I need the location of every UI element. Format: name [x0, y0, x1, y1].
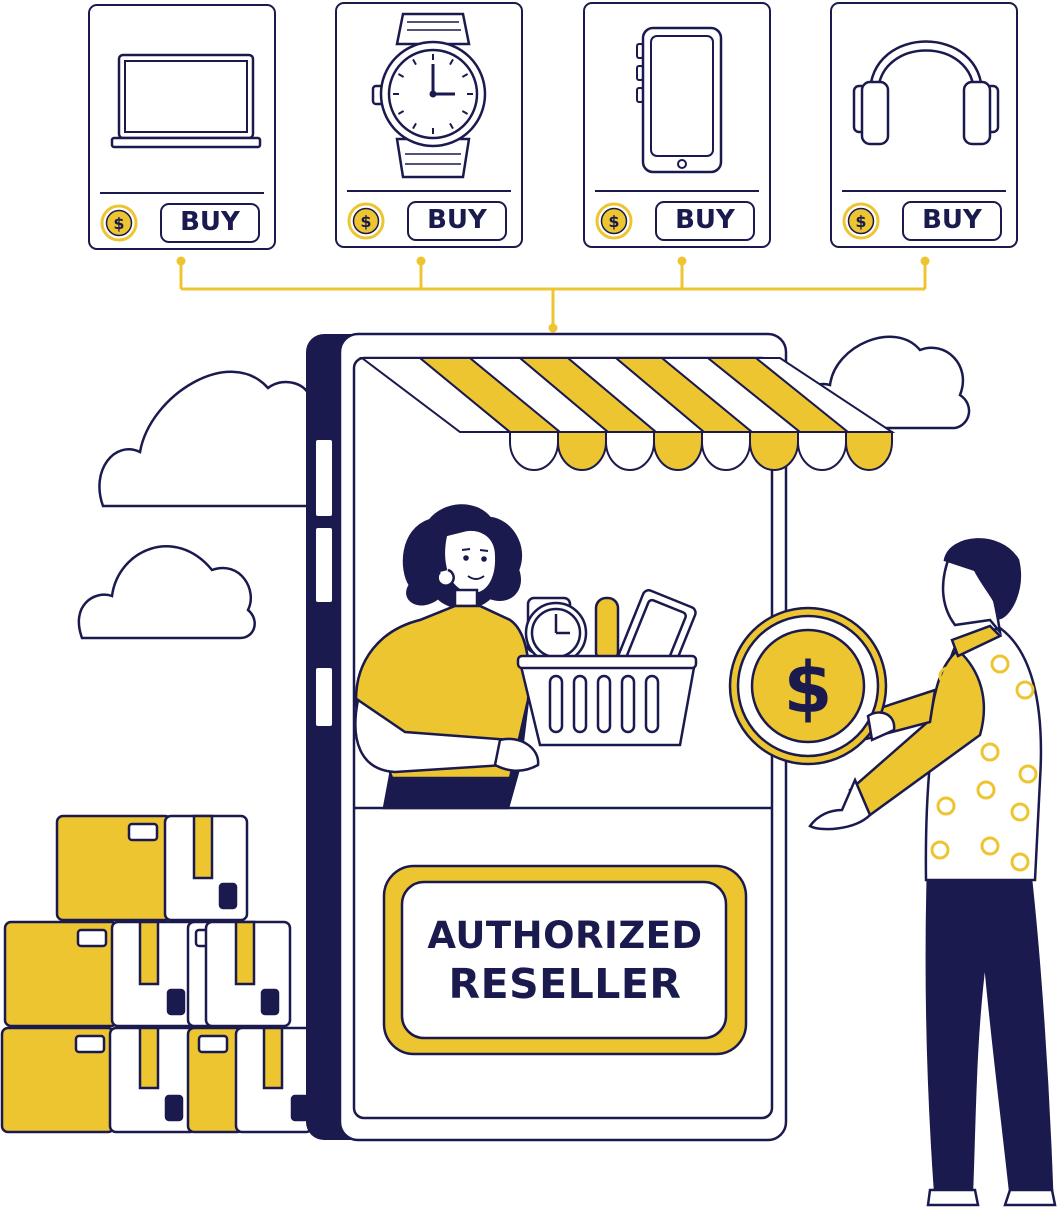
dollar-coin-icon: $	[728, 606, 888, 766]
shopping-basket-icon	[516, 589, 698, 747]
coin-symbol: $	[360, 212, 371, 231]
buy-button-phone[interactable]: BUY	[655, 201, 755, 241]
coin-symbol: $	[113, 214, 124, 233]
dollar-coin-icon: $	[842, 202, 880, 240]
coin-symbol: $	[608, 212, 619, 231]
reseller-sign	[382, 864, 748, 1056]
product-card-headphones: $ BUY	[830, 2, 1018, 248]
coin-symbol: $	[855, 212, 866, 231]
sign-line-1: AUTHORIZED	[427, 914, 703, 957]
shirt-pattern	[930, 654, 1038, 872]
connector-lines	[179, 262, 927, 326]
wristwatch-icon	[371, 12, 487, 179]
product-card-phone: $ BUY	[583, 2, 771, 248]
product-card-laptop: $ BUY	[88, 4, 276, 250]
cloud-icon	[98, 370, 312, 508]
card-divider	[595, 190, 759, 192]
card-divider	[347, 190, 511, 192]
face-details	[461, 548, 489, 580]
buy-button-headphones[interactable]: BUY	[902, 201, 1002, 241]
box-stack-icon	[0, 814, 314, 1134]
dollar-coin-icon: $	[347, 202, 385, 240]
buy-button-laptop[interactable]: BUY	[160, 203, 260, 243]
product-card-watch: $ BUY	[335, 2, 523, 248]
customer-hand	[866, 711, 896, 742]
card-divider	[842, 190, 1006, 192]
headphones-icon	[852, 40, 1000, 146]
shop-awning	[359, 357, 896, 471]
dollar-coin-icon: $	[595, 202, 633, 240]
big-coin-symbol: $	[784, 647, 833, 729]
reseller-sign-text: AUTHORIZED RESELLER	[400, 912, 730, 1008]
sign-line-2: RESELLER	[448, 960, 682, 1008]
buy-button-watch[interactable]: BUY	[407, 201, 507, 241]
laptop-icon	[110, 53, 262, 149]
dollar-coin-icon: $	[100, 204, 138, 242]
shopkeeper-woman	[354, 504, 540, 810]
card-divider	[100, 192, 264, 194]
cloud-icon	[77, 545, 256, 640]
smartphone-icon	[636, 26, 723, 174]
